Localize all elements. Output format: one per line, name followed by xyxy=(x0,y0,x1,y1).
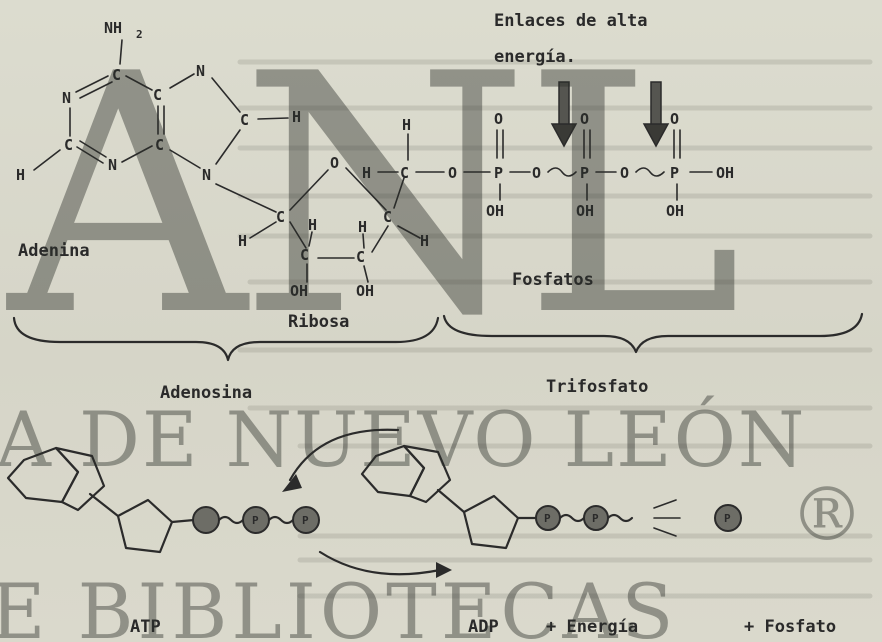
atom-h1r: H xyxy=(238,232,247,250)
atom-c4: C xyxy=(155,136,164,154)
atom-c1: C xyxy=(276,208,285,226)
arrow-down-icon xyxy=(642,81,670,148)
trifosfato-label: Trifosfato xyxy=(546,377,648,397)
atom-o-beta: O xyxy=(580,110,589,128)
phosphate-label: P xyxy=(592,512,599,525)
free-phosphate-circle xyxy=(714,504,742,532)
curved-arrow-icon xyxy=(288,428,400,482)
atom-h2r: H xyxy=(308,216,317,234)
background-text-texture xyxy=(237,59,873,599)
arrow-down-icon xyxy=(550,81,578,148)
atom-o-gamma: O xyxy=(670,110,679,128)
atom-o-bridge1: O xyxy=(532,164,541,182)
atom-oh-beta: OH xyxy=(576,202,594,220)
high-energy-bond-1 xyxy=(547,167,577,177)
high-energy-bond-2 xyxy=(635,167,665,177)
atom-p-gamma: P xyxy=(670,164,679,182)
atom-p-alpha: P xyxy=(494,164,503,182)
ribose-structure: O C C C C H H H H OH OH xyxy=(215,154,429,300)
adenosina-label: Adenosina xyxy=(160,383,252,403)
atom-c2: C xyxy=(64,136,73,154)
atp-label: ATP xyxy=(130,617,161,637)
watermark-registered: ® xyxy=(790,472,864,558)
atom-c5: C xyxy=(153,86,162,104)
phosphate-label: P xyxy=(252,514,259,527)
watermark-line2: A DE NUEVO LEÓN xyxy=(0,395,806,484)
atom-oh-gamma: OH xyxy=(666,202,684,220)
atom-n7: N xyxy=(196,62,205,80)
atom-oh-alpha: OH xyxy=(486,202,504,220)
atom-o-ring: O xyxy=(330,154,339,172)
adp-schematic: P P P xyxy=(360,444,742,550)
phosphate-chain: H C H O P O OH O P O OH O P O OH OH xyxy=(362,81,734,220)
atom-h2: H xyxy=(16,166,25,184)
atp-schematic: P P xyxy=(6,446,320,554)
atom-n3: N xyxy=(108,156,117,174)
phosphate-label: P xyxy=(724,512,731,525)
watermark-anl: ANL xyxy=(3,4,736,388)
adenina-label: Adenina xyxy=(18,241,90,261)
fosfato-label: + Fosfato xyxy=(744,617,836,637)
atom-n1: N xyxy=(62,89,71,107)
ribosa-label: Ribosa xyxy=(288,312,349,332)
curved-arrow-icon xyxy=(318,550,442,576)
atom-c2r: C xyxy=(300,246,309,264)
atom-h4r: H xyxy=(420,232,429,250)
phosphate-label: P xyxy=(302,514,309,527)
adenosina-brace xyxy=(12,316,440,362)
atom-nh2: NH xyxy=(104,19,122,37)
atom-o-alpha: O xyxy=(494,110,503,128)
atom-p-beta: P xyxy=(580,164,589,182)
adenine-structure: NH 2 C N C N C C N C H N H xyxy=(16,19,301,184)
energia-label: + Energía xyxy=(546,617,638,637)
watermark-line3: E BIBLIOTECAS xyxy=(0,567,677,642)
atom-o5: O xyxy=(448,164,457,182)
phosphate-label: P xyxy=(544,512,551,525)
atom-n9: N xyxy=(202,166,211,184)
atom-c4r: C xyxy=(383,208,392,226)
high-energy-label-line2: energía. xyxy=(494,47,576,67)
atom-oh3: OH xyxy=(356,282,374,300)
atom-c6: C xyxy=(112,66,121,84)
phosphate-circle-3 xyxy=(292,506,320,534)
trifosfato-brace xyxy=(442,312,864,354)
high-energy-label-line1: Enlaces de alta xyxy=(494,11,648,31)
atom-oh-terminal: OH xyxy=(716,164,734,182)
adp-label: ADP xyxy=(468,617,499,637)
atom-c8: C xyxy=(240,111,249,129)
phosphate-circle-1 xyxy=(192,506,220,534)
atom-c5r: C xyxy=(400,164,409,182)
atom-h5a: H xyxy=(362,164,371,182)
atom-h8: H xyxy=(292,108,301,126)
atom-nh2-subscript: 2 xyxy=(136,28,143,41)
atom-c3r: C xyxy=(356,248,365,266)
atom-h5b: H xyxy=(402,116,411,134)
atom-o-bridge2: O xyxy=(620,164,629,182)
atom-h3r: H xyxy=(358,218,367,236)
atom-oh2: OH xyxy=(290,282,308,300)
fosfatos-label: Fosfatos xyxy=(512,270,594,290)
